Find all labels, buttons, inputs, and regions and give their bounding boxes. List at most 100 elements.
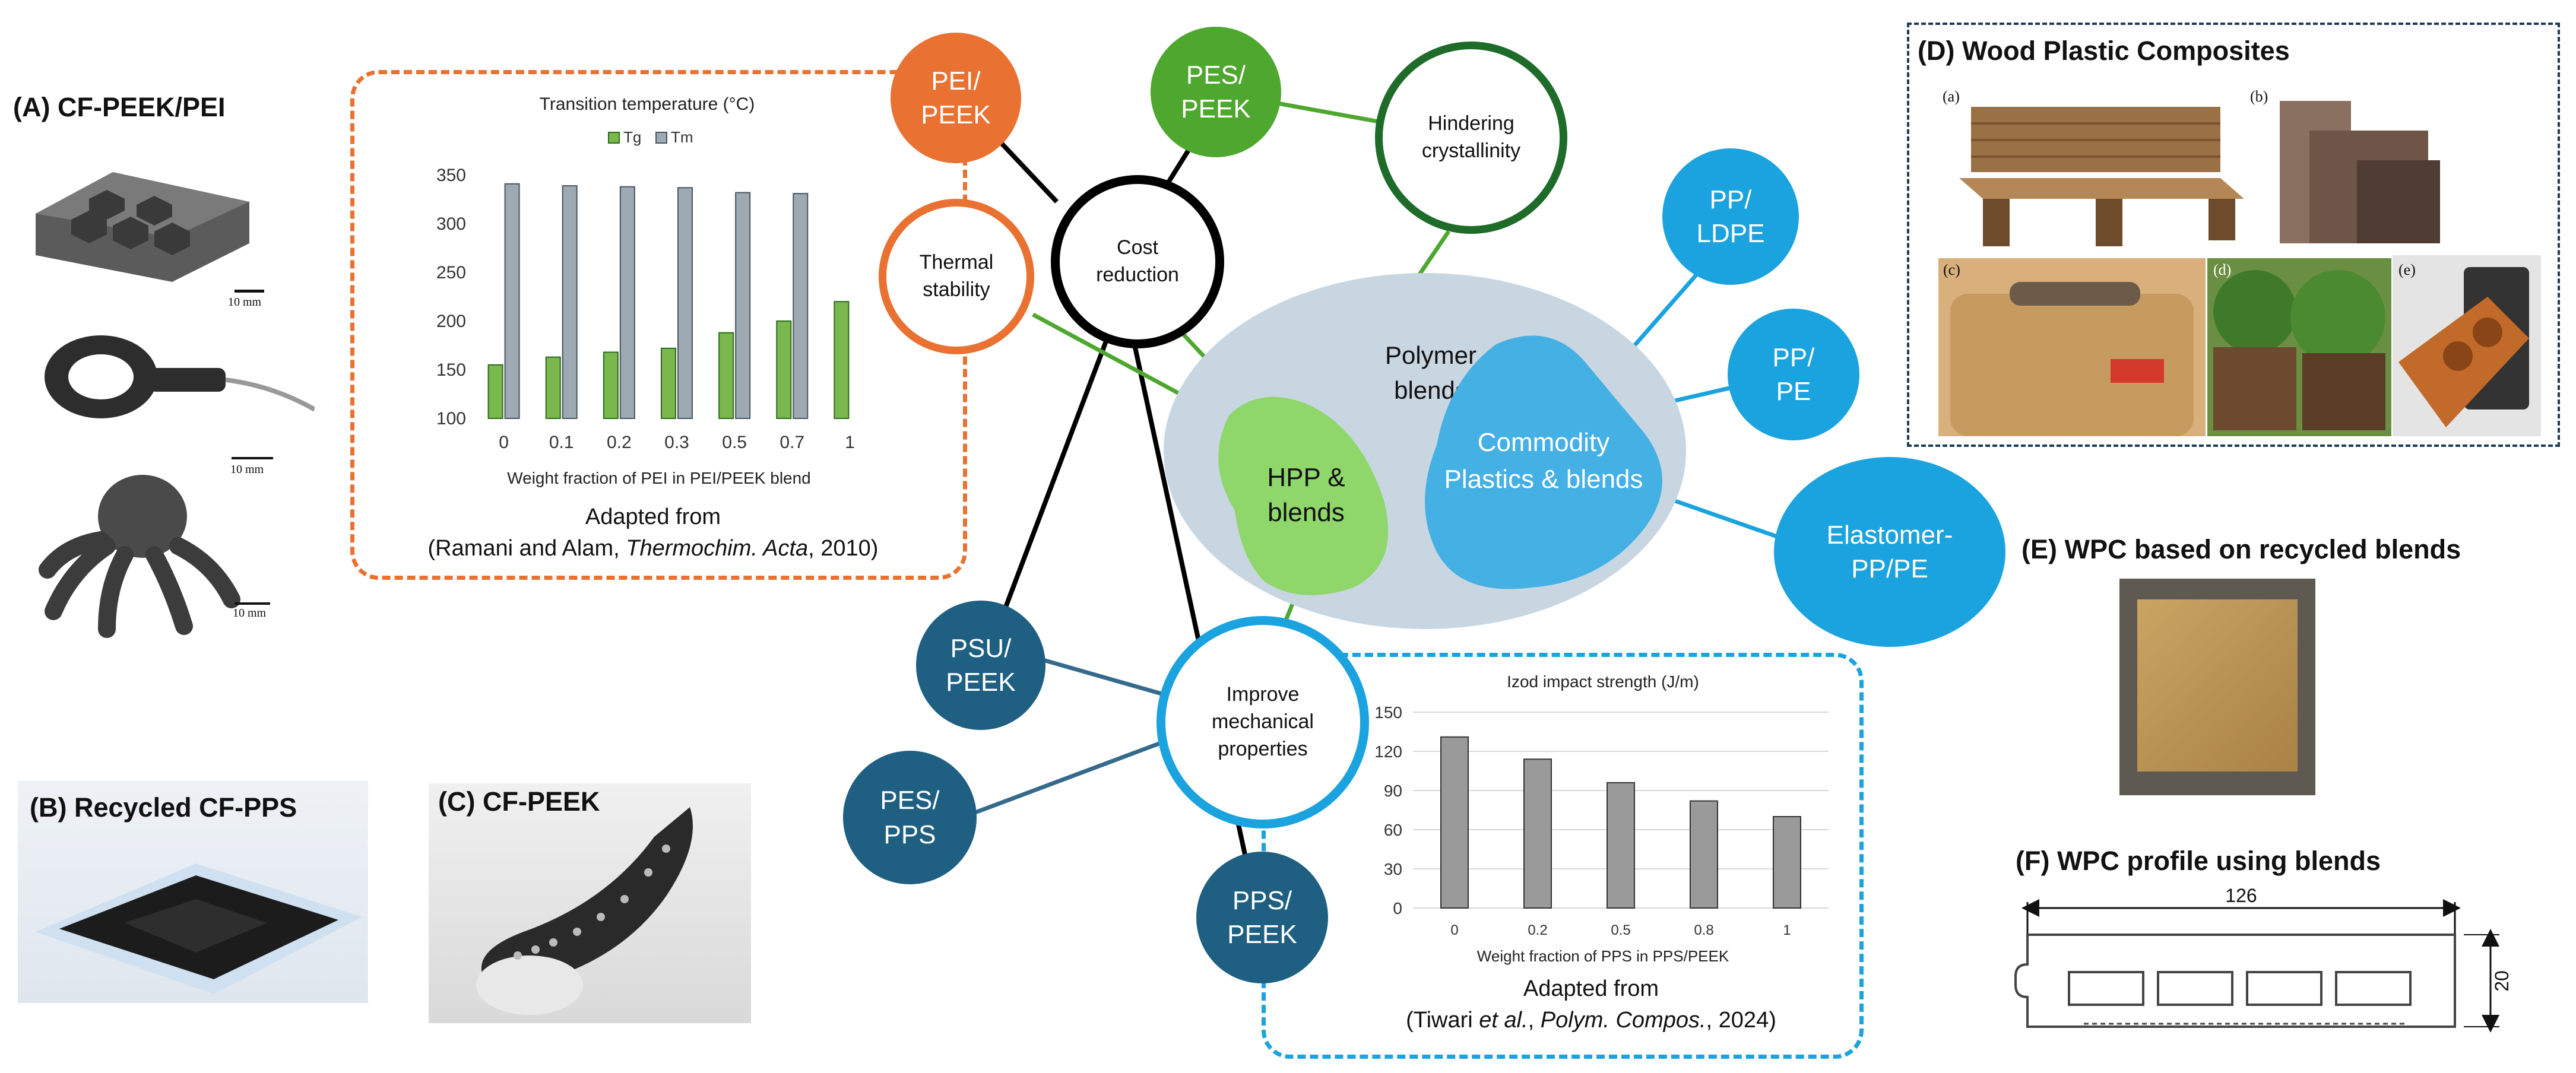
- cost-line2: reduction: [1096, 264, 1179, 286]
- elastomer-line1: Elastomer-: [1826, 520, 1953, 550]
- panel-label-d: (D) Wood Plastic Composites: [1918, 36, 2290, 66]
- chart2-bars: [1440, 736, 1801, 909]
- chart2-caption-line1: Adapted from: [1523, 976, 1659, 1001]
- chart2-xtick-1: 0.2: [1528, 922, 1547, 938]
- chart1-bar-tg-6: [834, 301, 850, 420]
- legend-swatch-tg: [608, 132, 620, 144]
- scale-label-2: 10 mm: [230, 463, 264, 476]
- chart1-ytick-1: 150: [436, 360, 466, 380]
- chart1-bar-tm-1: [562, 185, 578, 419]
- chart2-bar-4: [1773, 816, 1801, 909]
- chart1-legend: Tg Tm: [608, 128, 693, 146]
- chart2-xlabel: Weight fraction of PPS in PPS/PEEK: [1477, 947, 1729, 965]
- pps-peek-line1: PPS/: [1232, 885, 1292, 915]
- chart1-ytick-0: 100: [436, 409, 466, 428]
- chart1-bar-tg-5: [776, 320, 792, 419]
- node-pes-peek: PES/PEEK: [1151, 27, 1281, 157]
- wpc-sublabel-c: (c): [1943, 261, 1960, 278]
- photo-wpc-boards: [2268, 95, 2446, 249]
- legend-label-tg: Tg: [623, 128, 641, 146]
- chart2-caption-etal: et al.: [1479, 1008, 1528, 1033]
- chart2-ytick-2: 60: [1384, 821, 1402, 839]
- improve-line3: properties: [1218, 737, 1308, 760]
- wpc-sublabel-e: (e): [2398, 261, 2416, 278]
- pps-peek-line2: PEEK: [1227, 920, 1297, 949]
- photo-wpc-case: [1938, 258, 2206, 436]
- chart1-bar-tg-0: [487, 364, 503, 419]
- chart2-caption-year: , 2024): [1706, 1008, 1776, 1033]
- psu-peek-line2: PEEK: [946, 668, 1016, 697]
- chart1-bar-tm-0: [504, 183, 520, 419]
- improve-line1: Improve: [1226, 683, 1300, 706]
- pes-peek-line2: PEEK: [1181, 94, 1251, 123]
- improve-line2: mechanical: [1212, 710, 1314, 734]
- chart2-title: Izod impact strength (J/m): [1507, 672, 1699, 691]
- panel-label-c: (C) CF-PEEK: [438, 786, 600, 817]
- chart1-title: Transition temperature (°C): [540, 94, 755, 114]
- pp-ldpe-line1: PP/: [1709, 185, 1752, 214]
- chart2-caption-sep: ,: [1528, 1008, 1541, 1033]
- wpc-profile-drawing: 126 20: [2014, 887, 2512, 1033]
- chart1-caption-line1: Adapted from: [585, 504, 721, 529]
- chart2-caption-journal: Polym. Compos.: [1540, 1008, 1706, 1033]
- panel-label-b: (B) Recycled CF-PPS: [30, 792, 297, 823]
- chart1-xtick-5: 0.7: [780, 433, 804, 452]
- scale-bar-1: [235, 290, 264, 293]
- scale-bar-2: [232, 457, 273, 459]
- chart2-xtick-0: 0: [1450, 922, 1458, 938]
- panel-d-frame: [1907, 23, 2560, 447]
- pp-ldpe-line2: LDPE: [1696, 219, 1765, 248]
- wpc-sublabel-d: (d): [2213, 261, 2232, 278]
- chart2-caption-authors: (Tiwari: [1406, 1008, 1479, 1033]
- node-pes-pps: PES/PPS: [843, 751, 977, 884]
- chart1-caption-year: , 2010): [808, 536, 879, 561]
- line-pes-hindering: [1264, 99, 1396, 127]
- chart1-bar-tm-5: [793, 193, 809, 419]
- photo-wpc-recycled-sample: [2119, 579, 2315, 795]
- cost-line1: Cost: [1117, 236, 1158, 259]
- photo-octopus-part: [36, 469, 249, 641]
- line-cost-psu: [995, 313, 1119, 630]
- chart1-xtick-3: 0.3: [664, 433, 689, 452]
- photo-honeycomb-part: [24, 154, 249, 285]
- legend-swatch-tm: [655, 132, 667, 144]
- chart1-bars: [487, 183, 850, 420]
- chart1-bar-tm-2: [619, 186, 635, 419]
- node-cost-reduction: Cost reduction: [1051, 175, 1224, 348]
- chart2-bar-2: [1607, 782, 1635, 909]
- photo-wpc-parts: [2393, 255, 2541, 436]
- chart2-ytick-4: 120: [1374, 742, 1402, 761]
- chart1-ytick-3: 250: [436, 263, 466, 282]
- pei-peek-line1: PEI/: [931, 66, 981, 96]
- node-elastomer-pp-pe: Elastomer-PP/PE: [1774, 457, 2005, 647]
- line-psu-improve: [1038, 656, 1164, 697]
- chart2-caption: Adapted from (Tiwari et al., Polym. Comp…: [1294, 973, 1888, 1036]
- hpp-line1: HPP &: [1267, 463, 1345, 492]
- chart1-caption-authors: (Ramani and Alam,: [427, 536, 626, 561]
- hindering-line1: Hindering: [1428, 112, 1514, 135]
- chart1-ytick-2: 200: [436, 312, 466, 331]
- chart2-ytick-3: 90: [1384, 782, 1402, 800]
- node-pei-peek: PEI/PEEK: [891, 33, 1021, 163]
- pei-peek-line2: PEEK: [921, 100, 991, 129]
- hpp-blends-label: HPP & blends: [1229, 460, 1383, 531]
- dim-width-label: 126: [2225, 887, 2257, 906]
- pes-pps-line1: PES/: [880, 786, 940, 815]
- thermal-line2: stability: [923, 278, 990, 301]
- line-pes-pps-improve: [972, 739, 1165, 815]
- pes-pps-line2: PPS: [883, 820, 936, 849]
- chart1-ytick-4: 300: [436, 214, 466, 234]
- panel-label-a: (A) CF-PEEK/PEI: [13, 92, 226, 122]
- chart2-ytick-0: 0: [1393, 899, 1402, 918]
- legend-label-tm: Tm: [671, 128, 693, 146]
- chart1-xtick-0: 0: [499, 433, 509, 452]
- chart1-bar-tm-4: [735, 192, 751, 420]
- hpp-line2: blends: [1268, 498, 1345, 528]
- pp-pe-line1: PP/: [1772, 342, 1815, 372]
- node-pp-ldpe: PP/LDPE: [1662, 148, 1799, 285]
- wpc-sublabel-a: (a): [1943, 88, 1960, 105]
